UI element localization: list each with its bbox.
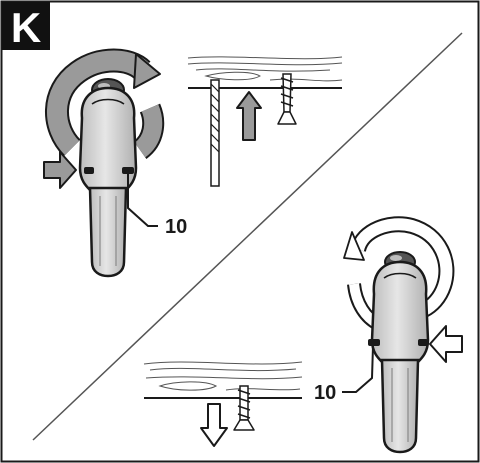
drill-tool-bottom: [368, 251, 430, 454]
wood-board-top: [187, 56, 343, 89]
screw-bottom: [233, 385, 255, 431]
push-arrow-left-filled: [43, 151, 77, 189]
callout-leader-top: [127, 172, 158, 227]
up-arrow-filled: [236, 91, 262, 141]
callout-label-10-top: 10: [165, 216, 187, 238]
screw-top: [277, 73, 297, 125]
callout-leader-bottom: [342, 345, 374, 393]
drill-bit: [210, 79, 220, 187]
diagonal-divider: [32, 32, 463, 441]
figure-letter: K: [11, 4, 41, 51]
push-arrow-right-outline: [429, 325, 463, 363]
rotation-arrow-clockwise: [45, 48, 165, 159]
drill-tool-top: [78, 78, 138, 278]
down-arrow-outline: [200, 403, 228, 447]
figure-letter-badge: K: [2, 2, 50, 51]
callout-label-10-bottom: 10: [314, 382, 336, 404]
wood-board-bottom: [143, 360, 303, 399]
